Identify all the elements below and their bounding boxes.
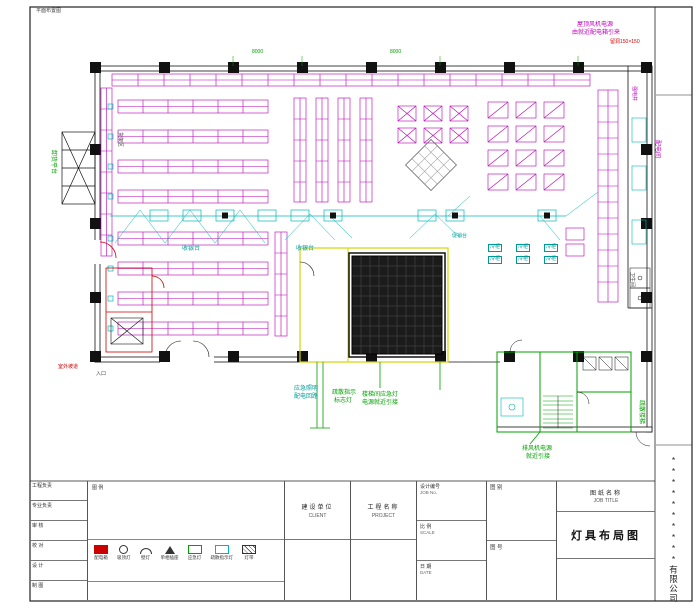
legend-label: 配电箱 (94, 555, 108, 560)
semi-symbol (139, 548, 152, 554)
signature-row: 专业负责 (30, 501, 87, 521)
titleblock-sheet: 图 别图 号 (487, 481, 557, 600)
titleblock-signatures: 工程负责专业负责审 核校 对设 计制 图 (30, 481, 88, 600)
dimension-ticks (232, 56, 579, 66)
legend-item: 配电箱 (94, 545, 108, 561)
company-name: **********有限公司 (668, 455, 679, 603)
tri-symbol (164, 546, 175, 554)
sheet-label: 图 号 (490, 545, 503, 551)
drawing-frame (29, 6, 693, 602)
legend-label: 壁灯 (141, 555, 150, 560)
shelving (100, 73, 619, 337)
titleblock-title: 图纸名称 JOB TITLE 灯具布局图 (557, 481, 655, 600)
signature-row: 制 图 (32, 583, 44, 589)
meta-label-en: DATE (420, 570, 432, 575)
rect-green-symbol (187, 545, 202, 554)
fire-rooms (99, 241, 165, 353)
meta-label: 设计编号 (420, 484, 441, 490)
legend-item: 单相插座 (161, 546, 179, 561)
client-label-en: CLIENT (308, 512, 327, 519)
signature-row: 工程负责 (30, 481, 87, 501)
drawing-title-label-en: JOB TITLE (593, 498, 619, 504)
sheet-row: 图 号 (487, 541, 556, 600)
drawing-title-labels: 图纸名称 JOB TITLE (557, 481, 655, 512)
rect-red-symbol (94, 545, 108, 554)
right-corridor-fixtures (631, 117, 647, 245)
divider (88, 581, 284, 582)
legend-label: 疏散指示灯 (210, 555, 234, 560)
back-rooms (496, 351, 632, 433)
legend-label: 应急灯 (187, 555, 202, 560)
legend-header: 图 例 (92, 485, 104, 491)
meta-label-en: JOB No. (420, 490, 438, 495)
divider (88, 539, 284, 540)
checkout-counters-filled (222, 212, 550, 219)
wall-openings (94, 240, 214, 363)
legend-item: 壁灯 (139, 548, 152, 561)
client-label-cell: 建设单位 CLIENT (285, 481, 350, 540)
checkout-wiring (107, 103, 599, 332)
back-rooms-detail (509, 339, 651, 447)
legend-item: 应急灯 (187, 545, 202, 561)
legend-label: 单相插座 (160, 555, 179, 560)
sheet-label: 图 别 (490, 485, 503, 491)
legend-row: 配电箱 吸顶灯 壁灯 单相插座 应急灯 疏散指示灯 灯带 (94, 545, 280, 561)
client-label-cn: 建设单位 (301, 504, 334, 511)
right-strip: **********有限公司 (655, 7, 692, 603)
legend-item: 灯带 (242, 545, 256, 561)
meta-label-en: SCALE (420, 530, 435, 535)
legend-label: 灯带 (244, 555, 254, 560)
legend-item: 吸顶灯 (117, 545, 131, 561)
meta-label: 日 期 (420, 564, 432, 570)
project-label-en: PROJECT (371, 512, 396, 519)
titleblock-project: 工程名称 PROJECT (351, 481, 417, 600)
signature-row: 设 计 (30, 561, 87, 581)
sheet-row: 图 别 (487, 481, 556, 541)
circle-symbol (119, 545, 129, 554)
rect-cyan-symbol (214, 545, 229, 554)
signature-row: 校 对 (30, 541, 87, 561)
loading-ramp (61, 131, 96, 205)
exit-route-lines (310, 362, 541, 445)
office-desk (110, 317, 144, 345)
signature-row: 审 核 (30, 521, 87, 541)
meta-label: 比 例 (420, 524, 432, 530)
legend-label: 吸顶灯 (117, 555, 131, 560)
back-room-fixture (500, 397, 524, 417)
rect-hatch-symbol (242, 545, 256, 554)
display-diamond (405, 139, 457, 191)
core-zone (299, 247, 449, 363)
walls (94, 65, 653, 433)
titleblock-client: 建设单位 CLIENT (285, 481, 351, 600)
drawing-title: 灯具布局图 (557, 512, 655, 559)
title-block: 工程负责专业负责审 核校 对设 计制 图 图 例 配电箱 吸顶灯 壁灯 单相插座 应急灯… (30, 481, 655, 600)
titleblock-legend: 图 例 配电箱 吸顶灯 壁灯 单相插座 应急灯 疏散指示灯 灯带 (88, 481, 285, 600)
drawing-title-label-cn: 图纸名称 (589, 491, 622, 497)
legend-item: 疏散指示灯 (210, 545, 234, 561)
project-label-cn: 工程名称 (367, 504, 400, 511)
restroom-fixtures (629, 267, 651, 309)
project-label-cell: 工程名称 PROJECT (351, 481, 416, 540)
